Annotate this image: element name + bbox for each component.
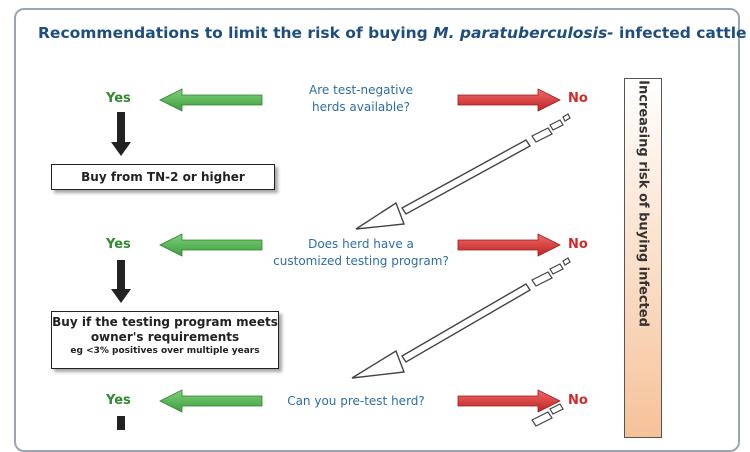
no-label-1: No — [568, 91, 588, 106]
no-label-3: No — [568, 393, 588, 408]
action-2-note: eg <3% positives over multiple years — [70, 346, 260, 356]
action-2-line-1: Buy if the testing program meets — [52, 315, 278, 329]
red-arrow-3 — [457, 389, 561, 413]
yes-label-3: Yes — [106, 393, 131, 408]
diagram-title: Recommendations to limit the risk of buy… — [38, 24, 747, 42]
question-3: Can you pre-test herd? — [262, 393, 450, 410]
yes-label-1: Yes — [106, 91, 131, 106]
question-2-line-1: Does herd have a — [308, 237, 414, 251]
question-2-line-2: customized testing program? — [273, 254, 449, 268]
question-2: Does herd have a customized testing prog… — [252, 236, 470, 270]
no-label-2: No — [568, 237, 588, 252]
diagonal-arrow-3 — [531, 403, 564, 427]
down-arrow-3 — [117, 416, 125, 430]
red-arrow-2 — [457, 233, 561, 257]
action-box-2: Buy if the testing program meets owner's… — [51, 311, 279, 369]
question-1: Are test-negative herds available? — [278, 82, 444, 116]
action-1-text: Buy from TN-2 or higher — [81, 170, 245, 184]
red-arrow-1 — [457, 88, 561, 112]
diagram-arrows — [111, 88, 571, 430]
title-italic-organism: M. paratuberculosis- — [433, 24, 614, 42]
action-2-line-2: owner's requirements — [90, 330, 240, 344]
question-3-line-1: Can you pre-test herd? — [287, 394, 425, 408]
green-arrow-3 — [159, 389, 263, 413]
diagonal-arrow-1 — [355, 113, 571, 230]
risk-gradient-bar — [624, 78, 662, 438]
action-box-1: Buy from TN-2 or higher — [51, 164, 275, 190]
title-part-2: infected cattle — [613, 24, 747, 42]
green-arrow-2 — [159, 233, 263, 257]
title-part-1: Recommendations to limit the risk of buy… — [38, 24, 434, 42]
diagram-frame — [14, 8, 740, 452]
question-1-line-2: herds available? — [312, 100, 410, 114]
down-arrow-1 — [111, 112, 131, 156]
yes-label-2: Yes — [106, 237, 131, 252]
question-1-line-1: Are test-negative — [309, 83, 413, 97]
risk-label: Increasing risk of buying infected — [635, 80, 651, 327]
diagram-canvas: Recommendations to limit the risk of buy… — [14, 8, 747, 452]
diagonal-arrow-2 — [351, 257, 571, 379]
down-arrow-2 — [111, 260, 131, 303]
green-arrow-1 — [159, 88, 263, 112]
